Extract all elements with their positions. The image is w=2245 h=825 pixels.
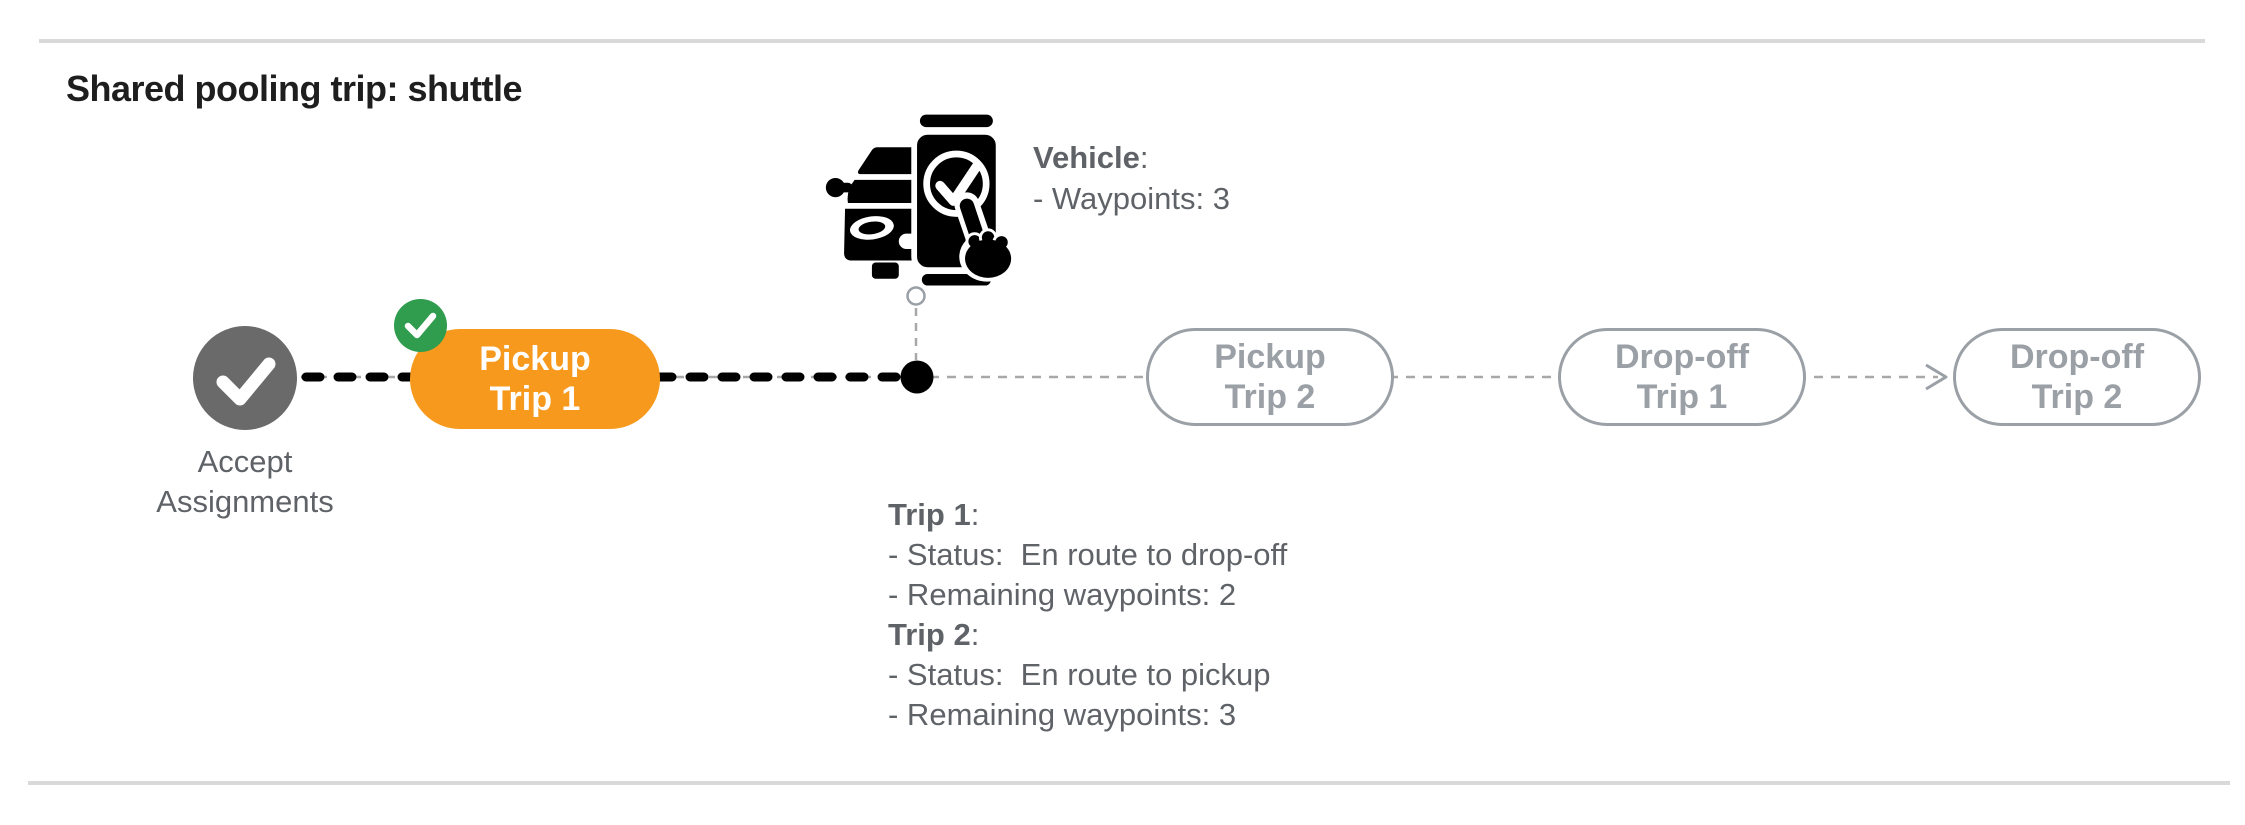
trip2-heading-label: Trip 2 [888, 617, 971, 652]
trip2-heading: Trip 2: [888, 615, 1287, 655]
vehicle-info-line: - Waypoints: 3 [1033, 181, 1230, 216]
trip-info: Trip 1: - Status: En route to drop-off -… [888, 495, 1287, 735]
node-accept-assignments [193, 326, 297, 430]
top-divider [39, 39, 2205, 43]
trip2-colon: : [970, 617, 980, 652]
current-position-dot [900, 360, 934, 394]
node-drop-off-trip-2: Drop-off Trip 2 [1953, 328, 2201, 426]
node-label-line1: Pickup [479, 340, 591, 378]
node-drop-off-trip-1: Drop-off Trip 1 [1558, 328, 1806, 426]
node-label-line1: Drop-off [1614, 338, 1750, 376]
node-pickup-trip-1: Pickup Trip 1 [394, 299, 660, 429]
trip1-status-line: - Status: En route to drop-off [888, 537, 1288, 572]
arrow-right-icon [1925, 363, 1948, 391]
node-pickup-trip-2: Pickup Trip 2 [1146, 328, 1394, 426]
start-node-label: Accept Assignments [95, 442, 395, 522]
start-label-line1: Accept [197, 444, 293, 479]
trip1-heading-label: Trip 1 [888, 497, 971, 532]
vehicle-info-colon: : [1139, 140, 1149, 175]
trip2-status-line: - Status: En route to pickup [888, 657, 1271, 692]
vehicle-info: Vehicle: - Waypoints: 3 [1033, 137, 1230, 219]
trip1-waypoints-line: - Remaining waypoints: 2 [888, 577, 1237, 612]
vehicle-anchor-circle [906, 286, 926, 306]
bottom-divider [28, 781, 2230, 785]
check-badge-icon [394, 299, 447, 352]
node-label-line2: Trip 1 [1636, 378, 1728, 416]
node-label-line1: Drop-off [2009, 338, 2145, 376]
car-phone-check-icon [822, 110, 1015, 294]
trip1-heading: Trip 1: [888, 495, 1287, 535]
node-label-line2: Trip 2 [1224, 378, 1316, 416]
node-label-line1: Pickup [1214, 338, 1326, 376]
trip2-waypoints-line: - Remaining waypoints: 3 [888, 697, 1237, 732]
start-label-line2: Assignments [156, 484, 334, 519]
vehicle-info-heading-label: Vehicle [1033, 140, 1140, 175]
node-label-line2: Trip 2 [2031, 378, 2123, 416]
vehicle-info-heading: Vehicle: [1033, 137, 1230, 178]
trip1-colon: : [970, 497, 980, 532]
node-label-line2: Trip 1 [489, 380, 581, 418]
page-title: Shared pooling trip: shuttle [66, 68, 523, 109]
check-circle-icon [193, 326, 297, 430]
